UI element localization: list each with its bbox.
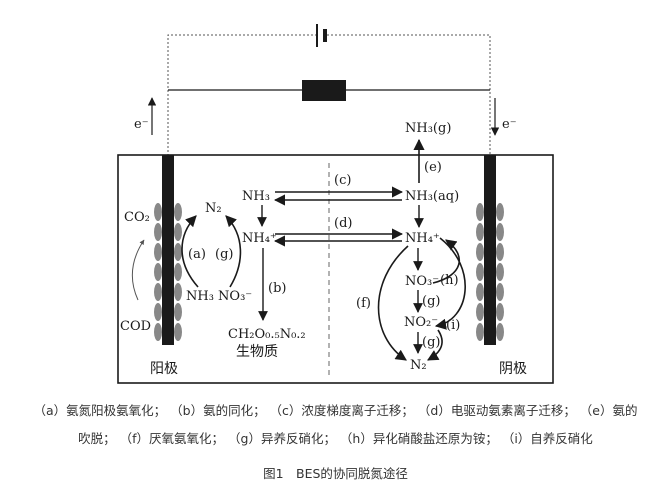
nh4-right-label: NH₄⁺ (405, 231, 440, 246)
nh3-gas-label: NH₃(g) (405, 121, 451, 136)
arrow-a (181, 215, 199, 288)
external-circuit (167, 24, 491, 160)
legend-line-2: 吹脱； （f）厌氧氨氧化； （g）异养反硝化； （h）异化硝酸盐还原为铵； （i… (78, 431, 593, 446)
arrow-f (377, 245, 409, 361)
battery-icon (316, 24, 327, 47)
nh3-aq-label: NH₃(aq) (405, 189, 459, 204)
cathode-electrode (476, 155, 504, 345)
nh3-no3-anode-label: NH₃ NO₃⁻ (186, 289, 252, 304)
anode-label: 阳极 (150, 361, 178, 377)
cathode-label: 阴极 (499, 361, 527, 377)
electron-label-anode: e⁻ (134, 117, 149, 132)
resistor-icon (302, 80, 346, 101)
co2-label: CO₂ (124, 210, 150, 225)
label-g2: (g) (422, 335, 440, 350)
label-a: (a) (188, 247, 206, 262)
label-c: (c) (334, 173, 351, 188)
label-i: (i) (446, 318, 460, 333)
label-d: (d) (334, 216, 352, 231)
figure-caption: 图1 BES的协同脱氮途径 (263, 466, 408, 481)
arrow-i-n2 (427, 329, 443, 361)
arrow-i (434, 237, 466, 330)
label-e: (e) (424, 160, 442, 175)
arrow-h (432, 239, 460, 284)
label-g1: (g) (422, 294, 440, 309)
cod-oxidation-arrow (131, 239, 145, 301)
n2-anode-label: N₂ (205, 201, 222, 216)
nh4-left-label: NH₄⁺ (242, 231, 277, 246)
no3-right-label: NO₃⁻ (405, 274, 439, 289)
biomass-formula: CH₂O₀.₅N₀.₂ (228, 327, 306, 342)
anode-electrode (154, 155, 182, 345)
bes-nitrogen-removal-diagram: e⁻ e⁻ CO₂ (117, 24, 554, 384)
label-g-anode: (g) (215, 247, 233, 262)
biomass-label: 生物质 (236, 344, 278, 360)
cod-label: COD (120, 319, 151, 334)
electron-label-cathode: e⁻ (502, 117, 517, 132)
arrow-g-anode (225, 215, 242, 288)
label-b: (b) (268, 281, 286, 296)
legend-line-1: （a）氨氮阳极氨氧化； （b）氨的同化； （c）浓度梯度离子迁移； （d）电驱动… (33, 403, 638, 418)
n2-cathode-label: N₂ (410, 358, 427, 373)
no2-right-label: NO₂⁻ (404, 315, 438, 330)
reactor-tank (117, 154, 554, 384)
nh3-left-label: NH₃ (242, 189, 270, 204)
label-h: (h) (440, 273, 459, 288)
label-f: (f) (356, 296, 371, 311)
